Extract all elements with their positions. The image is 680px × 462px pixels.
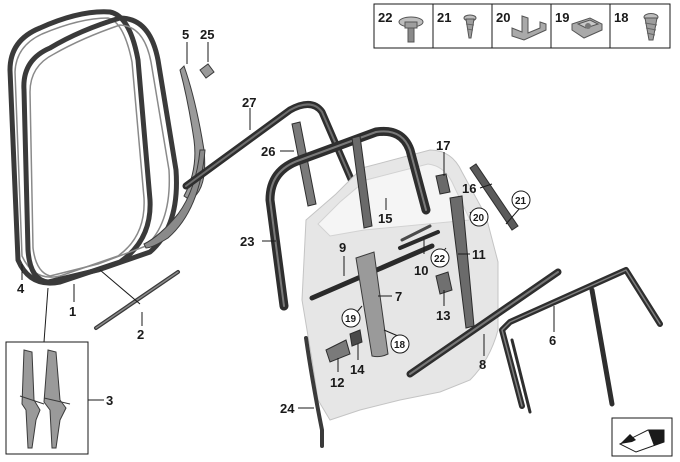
circled-callout-21: 21	[515, 196, 527, 207]
door-seal-inner	[21, 15, 179, 285]
pillar-seal-5	[143, 65, 206, 249]
table-number-21: 21	[437, 10, 451, 25]
screw-22-icon	[398, 16, 424, 43]
callout-16: 16	[462, 181, 476, 196]
callout-9: 9	[339, 240, 346, 255]
trim-12	[325, 339, 351, 363]
callout-15: 15	[378, 211, 392, 226]
callout-13: 13	[436, 308, 450, 323]
callout-14: 14	[350, 362, 365, 377]
navigation-arrow-icon	[611, 417, 673, 457]
table-number-22: 22	[378, 10, 392, 25]
roof-seal-27	[182, 101, 364, 204]
screw-18-icon	[643, 13, 659, 41]
callout-7: 7	[395, 289, 402, 304]
callout-5: 5	[182, 27, 189, 42]
door-panel	[301, 149, 499, 421]
clip-20-icon	[511, 15, 547, 41]
callout-25: 25	[200, 27, 214, 42]
callout-8: 8	[479, 357, 486, 372]
lower-seal-24	[304, 336, 324, 448]
callout-labels: 1 2 3 4 5 6 7 8 9 10 11 12 13 14 15 16 1…	[17, 27, 556, 416]
callout-26: 26	[261, 144, 275, 159]
door-seal-outer	[7, 9, 153, 286]
clip-19-icon	[571, 17, 603, 39]
callout-27: 27	[242, 95, 256, 110]
trim-17	[435, 173, 451, 195]
bracket-13	[435, 271, 453, 295]
long-strip-8	[406, 268, 562, 378]
callout-2: 2	[137, 327, 144, 342]
callout-1: 1	[69, 304, 76, 319]
screw-21-icon	[463, 14, 477, 39]
circled-callout-18: 18	[394, 340, 406, 351]
sill-strip-2	[94, 270, 180, 330]
circled-callouts: 21 20 22 19 18	[341, 190, 531, 354]
strip-26	[291, 121, 317, 207]
callout-12: 12	[330, 375, 344, 390]
belt-strip-10	[398, 224, 440, 250]
callout-3: 3	[106, 393, 113, 408]
window-seal-6	[499, 267, 663, 414]
callout-24: 24	[280, 401, 295, 416]
table-number-20: 20	[496, 10, 510, 25]
pillar-trim-7	[355, 251, 389, 358]
circled-callout-19: 19	[345, 314, 357, 325]
circled-callout-22: 22	[434, 254, 446, 265]
clip-25	[199, 63, 215, 79]
strip-15	[351, 135, 373, 229]
callout-10: 10	[414, 263, 428, 278]
callout-23: 23	[240, 234, 254, 249]
clip-14	[349, 329, 363, 347]
callout-17: 17	[436, 138, 450, 153]
strip-16	[469, 163, 519, 231]
circled-callout-20: 20	[473, 213, 485, 224]
door-frame-seal-23	[265, 126, 431, 311]
callout-6: 6	[549, 333, 556, 348]
detail-inset-3	[5, 341, 89, 455]
table-number-18: 18	[614, 10, 628, 25]
callout-4: 4	[17, 281, 25, 296]
callout-11: 11	[472, 247, 486, 262]
table-number-19: 19	[555, 10, 569, 25]
fastener-table: 22 21 20 19 18	[373, 3, 671, 49]
